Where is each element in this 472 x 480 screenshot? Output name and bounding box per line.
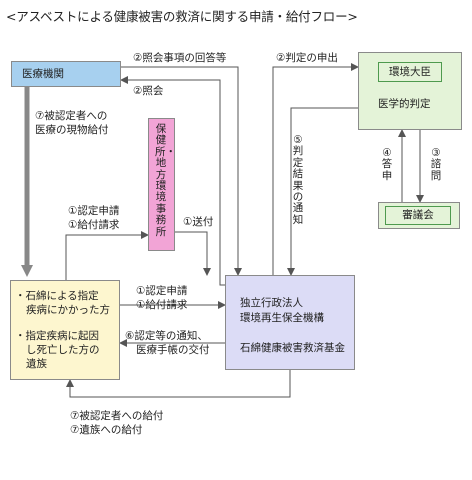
report-label: ④答申 bbox=[381, 147, 393, 182]
forwarding-label: ①送付 bbox=[183, 216, 214, 228]
page-title: <アスベストによる健康被害の救済に関する申請・給付フロー> bbox=[6, 9, 358, 24]
office-application-line-2: ①給付請求 bbox=[68, 219, 120, 231]
agency-box: 独立行政法人 環境再生保全機構 石綿健康被害救済基金 bbox=[225, 275, 355, 370]
agency-application-line-2: ①給付請求 bbox=[136, 299, 188, 311]
medical-institution-box: 医療機関 bbox=[11, 61, 121, 87]
judgment-result-label: ⑤判定結果の通知 bbox=[292, 134, 304, 226]
health-center-label: 保健所・地方環境事務所 bbox=[155, 123, 176, 238]
agency-application-line-1: ①認定申請 bbox=[136, 285, 188, 297]
victims-line-5: 遺族 bbox=[26, 358, 47, 370]
victims-line-1: ・石綿による指定 bbox=[15, 290, 99, 302]
arrow-inquiry-answer bbox=[121, 66, 242, 276]
in-kind-benefit-line-2: 医療の現物給付 bbox=[35, 124, 109, 136]
environment-minister-label-box: 環境大臣 bbox=[378, 62, 442, 82]
office-application-line-1: ①認定申請 bbox=[68, 205, 120, 217]
benefits-line-1: ⑦被認定者への給付 bbox=[70, 410, 164, 422]
victims-box: ・石綿による指定 疾病にかかった方 ・指定疾病に起因 し死亡した方の 遺族 bbox=[10, 280, 120, 380]
arrow-judgment-result bbox=[287, 107, 358, 276]
inquiry-label: ②照会 bbox=[133, 85, 164, 97]
judgment-request-label: ②判定の申出 bbox=[276, 52, 338, 64]
notification-line-1: ⑥認定等の通知、 bbox=[125, 330, 208, 342]
arrow-inquiry bbox=[120, 76, 225, 286]
arrow-forwarding bbox=[175, 231, 211, 276]
council-label: 審議会 bbox=[402, 209, 434, 221]
medical-institution-label: 医療機関 bbox=[22, 68, 64, 80]
victims-line-4: し死亡した方の bbox=[26, 344, 100, 356]
medical-judgment-label: 医学的判定 bbox=[378, 98, 431, 110]
health-center-box: 保健所・地方環境事務所 bbox=[148, 118, 176, 251]
environment-minister-label: 環境大臣 bbox=[389, 66, 431, 78]
notification-line-2: 医療手帳の交付 bbox=[136, 344, 210, 356]
fund-label: 石綿健康被害救済基金 bbox=[240, 342, 345, 354]
consultation-label: ③諮問 bbox=[430, 147, 442, 182]
arrow-benefits bbox=[66, 370, 291, 398]
agency-line-2: 環境再生保全機構 bbox=[240, 312, 324, 324]
arrow-application-to-office bbox=[65, 231, 149, 280]
agency-line-1: 独立行政法人 bbox=[240, 297, 303, 309]
arrow-judgment-request bbox=[272, 63, 359, 275]
benefits-line-2: ⑦遺族への給付 bbox=[70, 424, 143, 436]
in-kind-benefit-line-1: ⑦被認定者への bbox=[35, 110, 108, 122]
victims-line-3: ・指定疾病に起因 bbox=[15, 330, 99, 342]
inquiry-answer-label: ②照会事項の回答等 bbox=[133, 52, 227, 64]
victims-line-2: 疾病にかかった方 bbox=[26, 304, 110, 316]
council-label-box: 審議会 bbox=[385, 206, 451, 225]
